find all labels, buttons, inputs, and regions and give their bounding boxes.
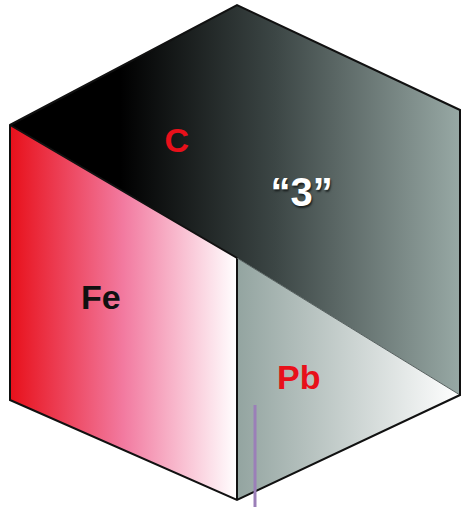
- element-label: Pb: [277, 359, 329, 396]
- inner-edge: [10, 125, 237, 500]
- inner-edge: [237, 258, 460, 395]
- face-label-box: Fe: [77, 277, 133, 318]
- left-face: [10, 125, 237, 500]
- element-label: “3”: [271, 170, 342, 214]
- floor-face: [237, 258, 460, 500]
- probe-line: [254, 405, 257, 507]
- face-label-box: “3”: [267, 168, 346, 216]
- element-label: Fe: [81, 279, 129, 316]
- face-label-box: Pb: [273, 357, 333, 398]
- element-label: C: [165, 122, 198, 159]
- face-label-box: C: [161, 120, 202, 161]
- hexagon-outline: [10, 5, 460, 500]
